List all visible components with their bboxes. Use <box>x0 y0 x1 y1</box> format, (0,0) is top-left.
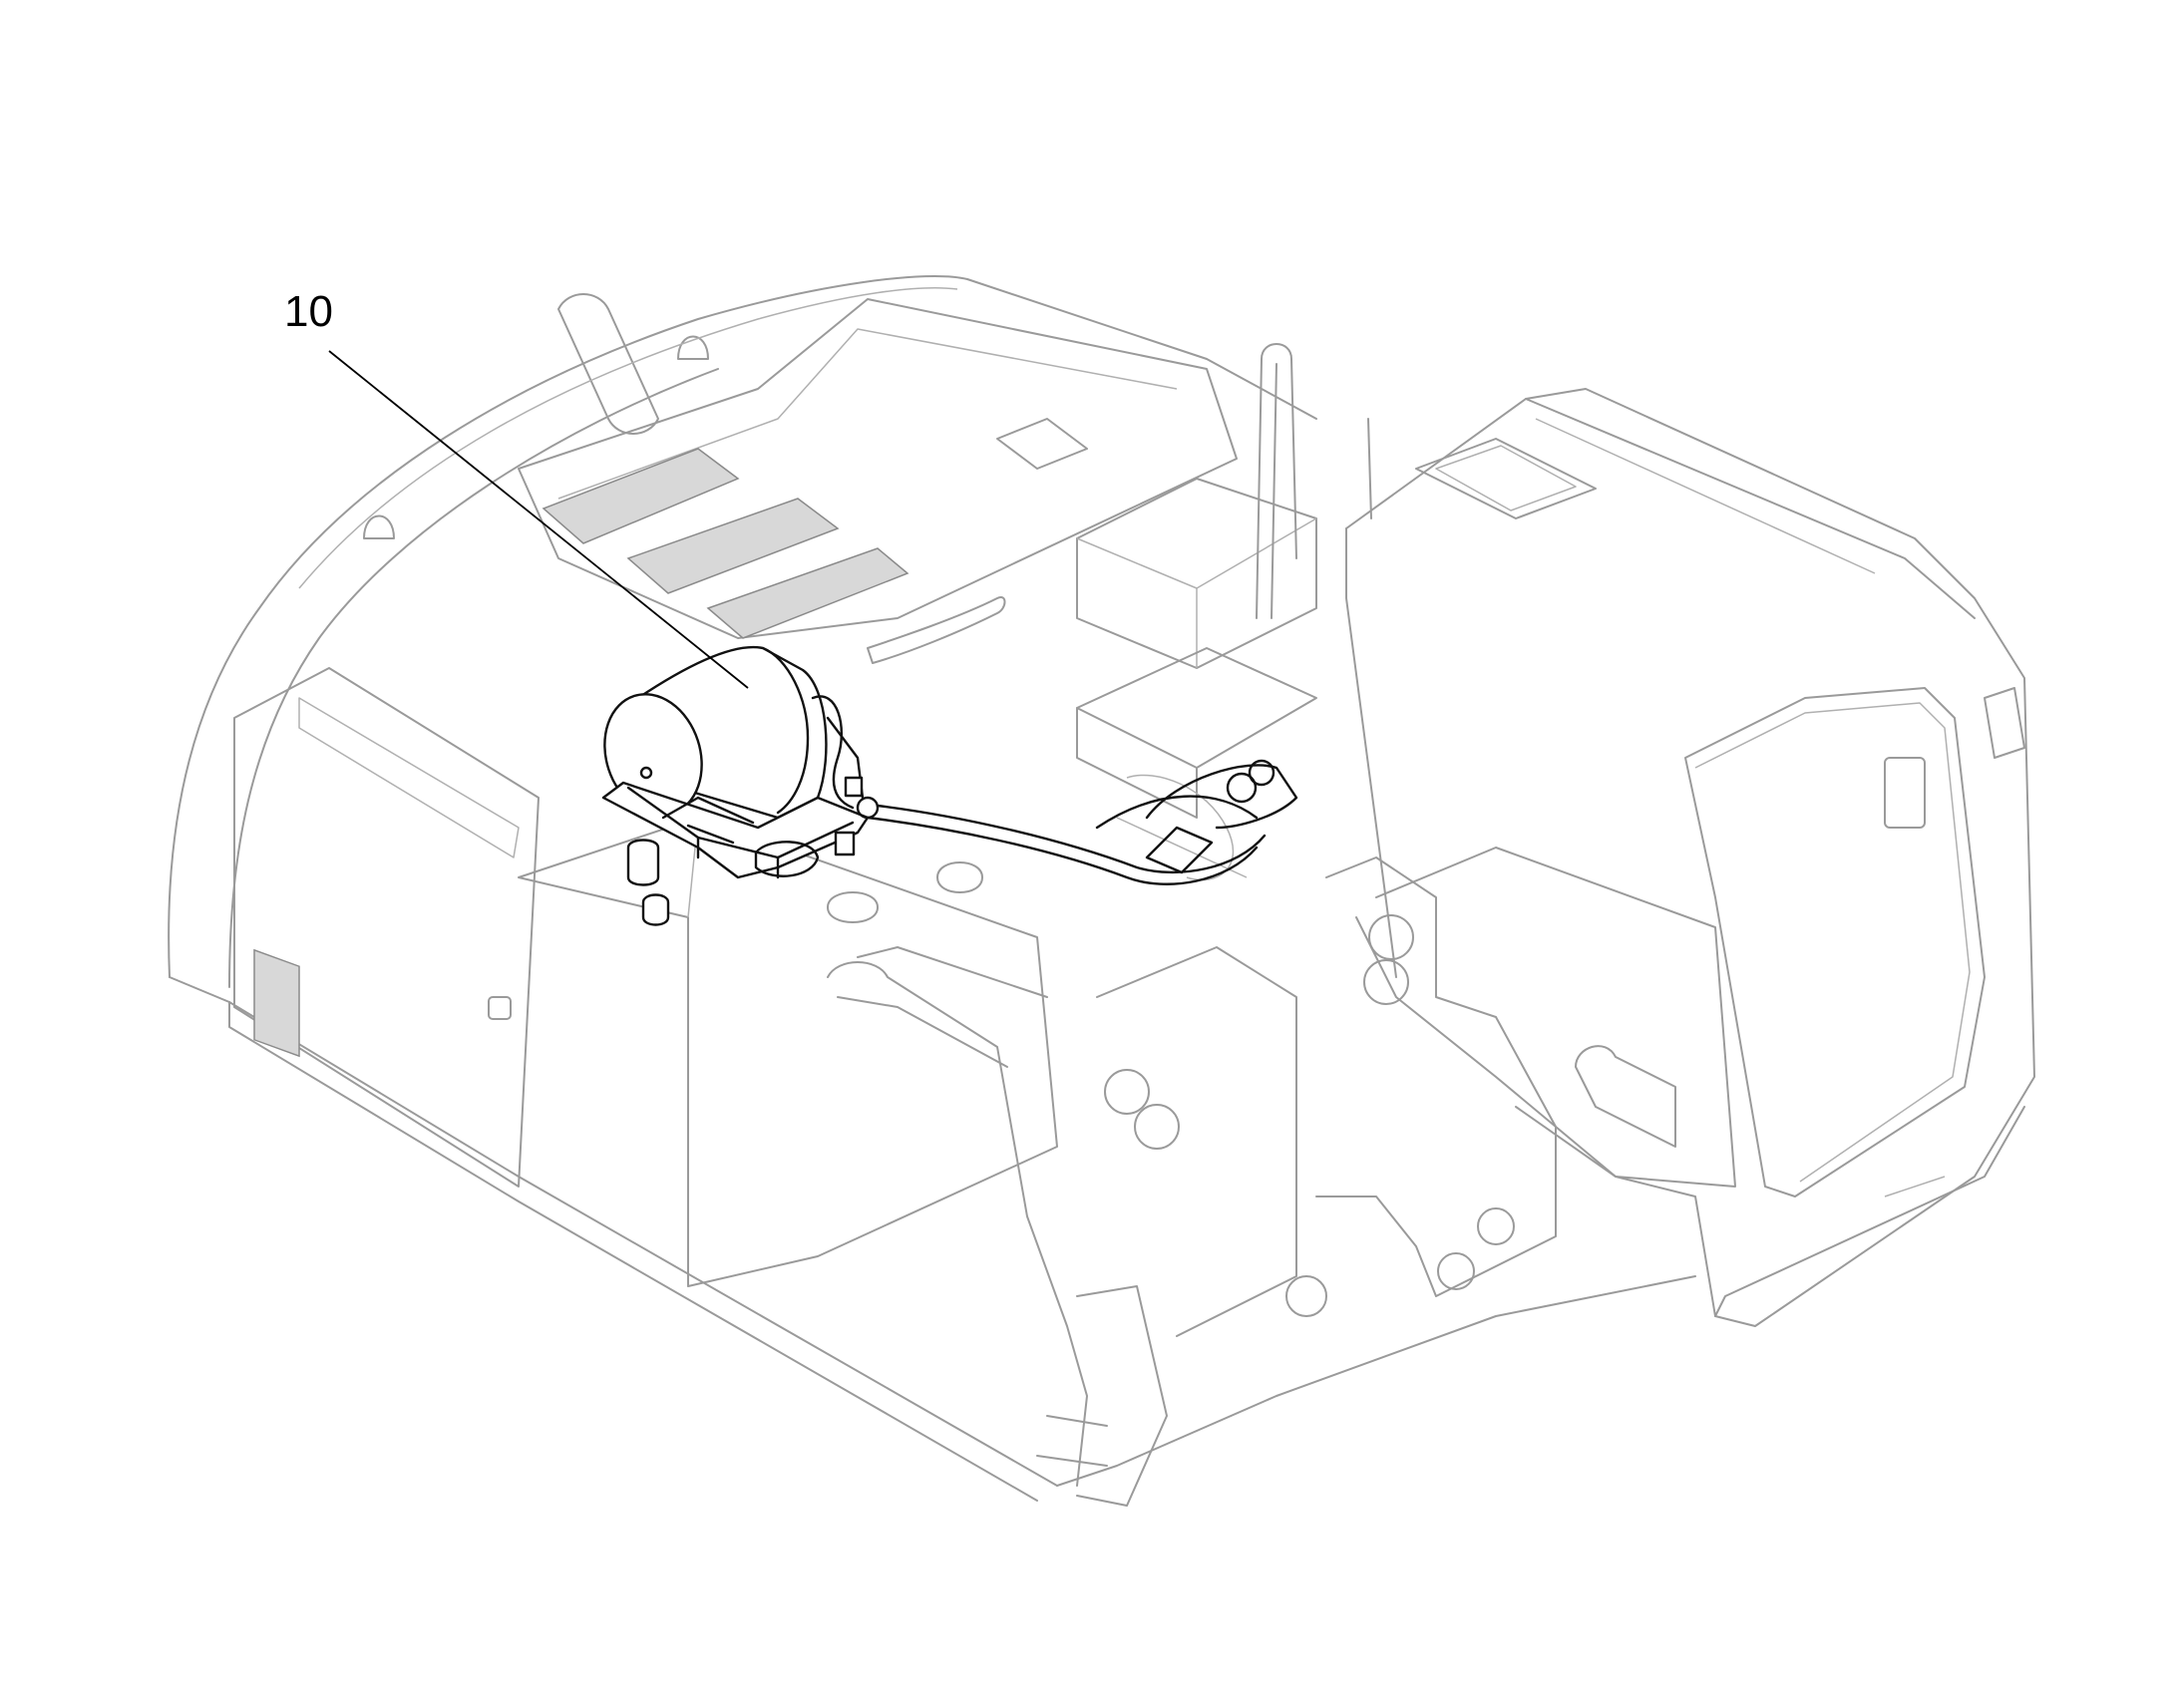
left-side-panel <box>233 667 540 1188</box>
side-vent-grille <box>253 948 300 1058</box>
engine-hood <box>518 298 1238 639</box>
callout-10-leader <box>328 350 749 689</box>
roof-hatch <box>1415 438 1597 519</box>
machine-outline <box>168 275 2035 1507</box>
battery-platform <box>1076 647 1317 769</box>
step-rail <box>827 961 1088 1487</box>
operator-cab <box>1345 388 2035 1327</box>
hood-vent-2 <box>626 498 840 594</box>
boom-foot-bracket <box>1315 856 1557 1297</box>
air-tank <box>601 645 880 926</box>
counterweight-outline <box>168 275 1317 978</box>
air-lines <box>866 759 1298 885</box>
hood-vent-1 <box>542 448 740 544</box>
handrail <box>1256 343 1297 619</box>
hood-vent-3 <box>706 547 909 639</box>
callout-10: 10 <box>284 287 749 689</box>
cab-windshield <box>1684 687 1986 1197</box>
exhaust-pipe <box>557 293 659 435</box>
callout-10-label: 10 <box>284 287 333 336</box>
